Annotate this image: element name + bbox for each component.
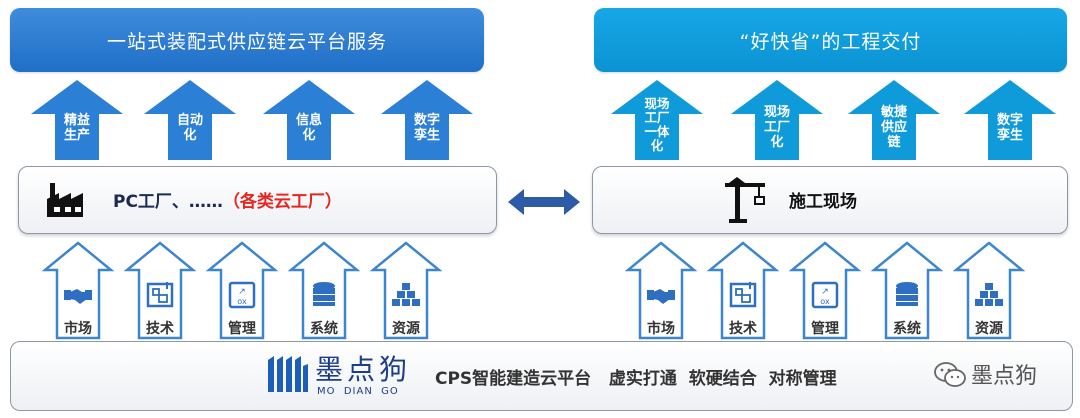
arrow-automation: 自动化 bbox=[140, 80, 240, 160]
input-label: 市场 bbox=[64, 321, 92, 337]
input-system: 系统 bbox=[288, 240, 360, 340]
input-label: 资源 bbox=[392, 321, 420, 337]
blueprint-icon bbox=[146, 282, 174, 308]
handshake-icon bbox=[647, 289, 675, 304]
platform-slogan: CPS智能建造云平台 虚实打通 软硬结合 对称管理 bbox=[435, 369, 837, 389]
factory-panel-label: PC工厂、……（各类云工厂） bbox=[113, 187, 342, 212]
input-resources-right: 资源 bbox=[953, 240, 1025, 340]
arrow-label: 精益生产 bbox=[63, 113, 90, 143]
input-technology: 技术 bbox=[124, 240, 196, 340]
up-arrow-shape bbox=[964, 80, 1056, 160]
arrow-onsite-factory: 现场工厂化 bbox=[727, 80, 827, 160]
svg-text:ox: ox bbox=[237, 297, 247, 306]
wechat-icon bbox=[934, 362, 966, 387]
strategy-board-icon: ↗ ox bbox=[228, 281, 256, 309]
up-arrow-shape bbox=[144, 80, 236, 160]
up-arrow-shape bbox=[381, 80, 473, 160]
database-icon bbox=[313, 282, 335, 306]
arrow-label: 现场工厂一体化 bbox=[644, 96, 670, 153]
hollow-arrow-shape bbox=[707, 241, 779, 340]
hollow-arrow-shape bbox=[789, 241, 861, 340]
factory-panel: PC工厂、……（各类云工厂） bbox=[18, 166, 497, 234]
hollow-arrow-shape bbox=[206, 241, 278, 340]
arrow-label: 自动化 bbox=[176, 113, 203, 143]
arrow-digital-twin: 数字孪生 bbox=[377, 80, 477, 160]
modiango-logo-icon bbox=[268, 356, 308, 392]
input-market-right: 市场 bbox=[625, 240, 697, 340]
arrow-onsite-factory-integration: 现场工厂一体化 bbox=[607, 80, 707, 160]
arrow-label: 信息化 bbox=[295, 113, 322, 143]
double-arrow bbox=[508, 189, 580, 215]
arrow-digital-twin-right: 数字孪生 bbox=[960, 80, 1060, 160]
gold-bars-icon bbox=[392, 283, 420, 306]
arrow-label: 现场工厂化 bbox=[763, 105, 790, 150]
gold-bars-icon bbox=[975, 283, 1003, 306]
arrow-label: 数字孪生 bbox=[413, 113, 440, 143]
up-arrow-shape bbox=[611, 80, 703, 160]
arrow-label: 数字孪生 bbox=[996, 113, 1023, 143]
arrow-agile-supply-chain: 敏捷供应链 bbox=[844, 80, 944, 160]
input-label: 技术 bbox=[146, 321, 174, 337]
factory-panel-text: PC工厂、…… bbox=[113, 192, 223, 212]
hollow-arrow-shape bbox=[124, 241, 196, 340]
tower-crane-icon bbox=[725, 177, 765, 223]
up-arrow-shape bbox=[31, 80, 123, 160]
input-market: 市场 bbox=[42, 240, 114, 340]
factory-icon bbox=[47, 183, 83, 217]
input-label: 系统 bbox=[893, 321, 921, 337]
svg-text:↗: ↗ bbox=[238, 287, 246, 297]
input-technology-right: 技术 bbox=[707, 240, 779, 340]
up-arrow-shape bbox=[848, 80, 940, 160]
input-management: ↗ ox 管理 bbox=[206, 240, 278, 340]
hollow-arrow-shape bbox=[370, 241, 442, 340]
left-banner-title: 一站式装配式供应链云平台服务 bbox=[106, 30, 387, 53]
construction-site-panel: 施工现场 bbox=[592, 166, 1068, 234]
arrow-label: 敏捷供应链 bbox=[880, 105, 907, 150]
input-label: 管理 bbox=[811, 321, 839, 337]
right-banner-title: “好快省”的工程交付 bbox=[739, 30, 922, 53]
database-icon bbox=[896, 282, 918, 306]
hollow-arrow-shape bbox=[953, 241, 1025, 340]
input-label: 管理 bbox=[228, 321, 256, 337]
input-resources: 资源 bbox=[370, 240, 442, 340]
input-label: 技术 bbox=[729, 321, 757, 337]
up-arrow-shape bbox=[731, 80, 823, 160]
watermark-text: 墨点狗 bbox=[971, 364, 1038, 389]
svg-text:ox: ox bbox=[820, 297, 830, 306]
blueprint-icon bbox=[729, 282, 757, 308]
up-arrow-shape bbox=[263, 80, 355, 160]
arrow-informatization: 信息化 bbox=[259, 80, 359, 160]
input-management-right: ↗ ox 管理 bbox=[789, 240, 861, 340]
platform-bar: 墨点狗 MO DIAN GO CPS智能建造云平台 虚实打通 软硬结合 对称管理… bbox=[10, 341, 1073, 411]
handshake-icon bbox=[64, 289, 92, 304]
right-banner: “好快省”的工程交付 bbox=[594, 8, 1067, 72]
logo-chinese: 墨点狗 bbox=[315, 353, 412, 386]
construction-site-label: 施工现场 bbox=[789, 192, 857, 212]
input-label: 资源 bbox=[975, 321, 1003, 337]
input-system-right: 系统 bbox=[871, 240, 943, 340]
strategy-board-icon: ↗ ox bbox=[811, 281, 839, 309]
svg-text:↗: ↗ bbox=[821, 287, 829, 297]
factory-panel-highlight: （各类云工厂） bbox=[222, 192, 342, 212]
logo-english: MO DIAN GO bbox=[317, 386, 399, 397]
left-banner: 一站式装配式供应链云平台服务 bbox=[10, 8, 484, 72]
input-label: 系统 bbox=[310, 321, 338, 337]
input-label: 市场 bbox=[647, 321, 675, 337]
arrow-lean-production: 精益生产 bbox=[27, 80, 127, 160]
